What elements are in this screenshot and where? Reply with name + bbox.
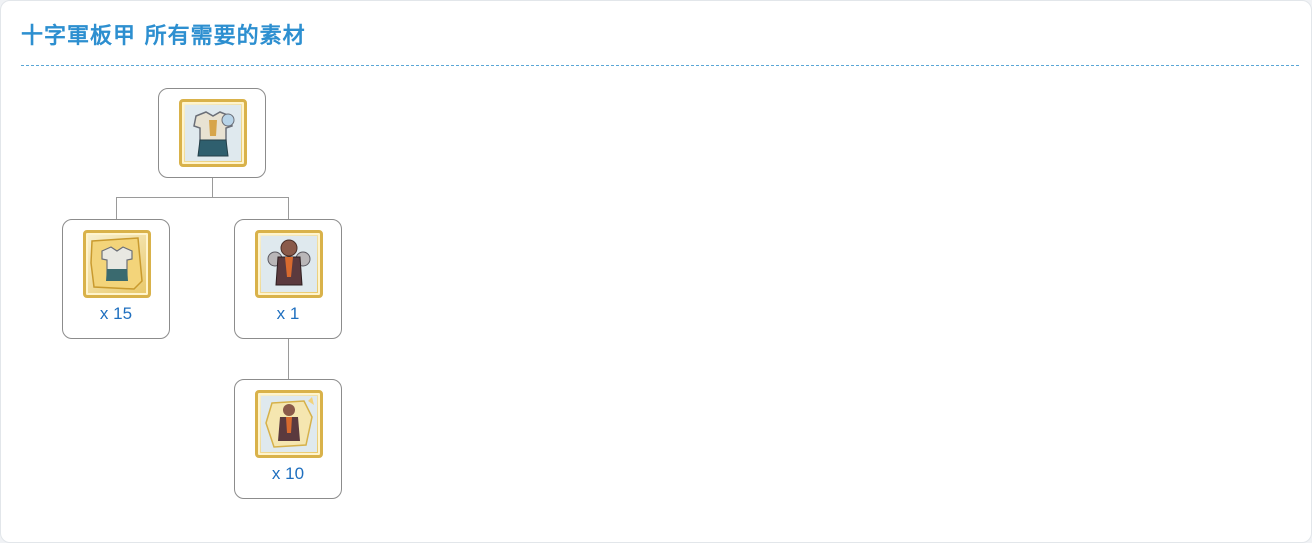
connector-left-down (116, 197, 117, 219)
tree-node-child-2[interactable]: x 1 (234, 219, 342, 339)
plate-armor-icon[interactable] (255, 230, 323, 298)
connector-lower-down (288, 339, 289, 379)
plate-armor-fragment-icon[interactable] (255, 390, 323, 458)
quantity-label: x 1 (276, 304, 300, 323)
tree-node-child-1[interactable]: x 15 (62, 219, 170, 339)
quantity-label: x 15 (99, 304, 133, 323)
title-divider (21, 65, 1299, 66)
crusader-plate-armor-blueprint-icon[interactable] (83, 230, 151, 298)
tree-node-grandchild[interactable]: x 10 (234, 379, 342, 499)
tree-node-root[interactable] (158, 88, 266, 178)
connector-root-down (212, 178, 213, 197)
crusader-plate-armor-icon[interactable] (179, 99, 247, 167)
connector-right-down (288, 197, 289, 219)
connector-horizontal (116, 197, 289, 198)
page-title: 十字軍板甲 所有需要的素材 (21, 24, 306, 49)
quantity-label: x 10 (271, 464, 305, 483)
